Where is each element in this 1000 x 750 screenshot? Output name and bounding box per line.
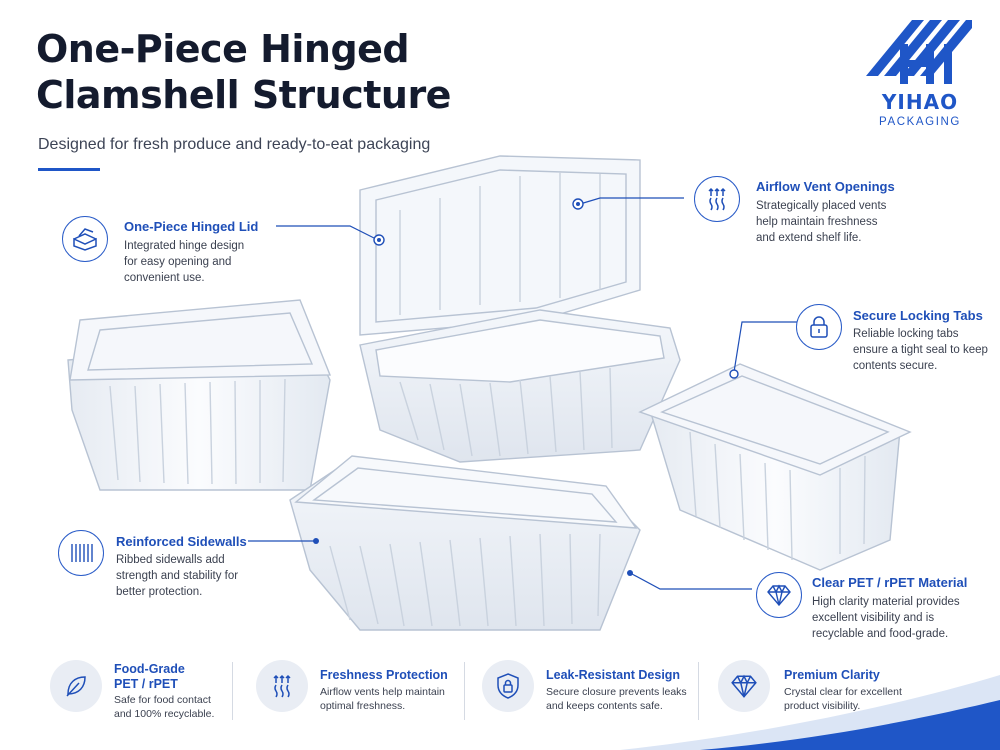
- page-subtitle: Designed for fresh produce and ready-to-…: [38, 136, 431, 153]
- feature-text: Crystal clear for excellent product visi…: [784, 686, 902, 712]
- right-container: [638, 363, 912, 571]
- callout-title: One-Piece Hinged Lid: [124, 219, 259, 234]
- diamond-icon: [756, 572, 802, 618]
- callout-title: Airflow Vent Openings: [756, 179, 895, 194]
- title-line-2: Clamshell Structure: [36, 73, 451, 117]
- callout-text: Reliable locking tabs ensure a tight sea…: [853, 328, 988, 372]
- feature-title: Food-Grade PET / rPET: [114, 662, 185, 691]
- shield-lock-icon: [482, 660, 534, 712]
- front-container: [289, 455, 641, 631]
- yihao-logo-icon: [866, 20, 972, 84]
- callout-title: Clear PET / rPET Material: [812, 575, 968, 590]
- footer-wave-decoration: [620, 675, 1000, 750]
- callout-text: High clarity material provides excellent…: [812, 596, 960, 640]
- feature-divider: [464, 662, 465, 720]
- airflow-icon: [256, 660, 308, 712]
- feature-text: Airflow vents help maintain optimal fres…: [320, 686, 445, 712]
- feature-text: Safe for food contact and 100% recyclabl…: [114, 694, 215, 720]
- leaf-icon: [50, 660, 102, 712]
- feature-title: Leak-Resistant Design: [546, 668, 681, 682]
- brand-tagline: PACKAGING: [879, 116, 961, 128]
- callout-title: Secure Locking Tabs: [853, 308, 983, 323]
- left-container: [67, 299, 332, 491]
- feature-divider: [232, 662, 233, 720]
- callout-text: Strategically placed vents help maintain…: [756, 200, 887, 244]
- callout-text: Ribbed sidewalls add strength and stabil…: [116, 554, 239, 598]
- lock-icon: [796, 304, 842, 350]
- open-box-icon: [62, 216, 108, 262]
- callout-text: Integrated hinge design for easy opening…: [124, 240, 245, 284]
- feature-title: Freshness Protection: [320, 668, 448, 682]
- airflow-icon: [694, 176, 740, 222]
- clamshell-containers-image: [67, 155, 912, 631]
- callout-title: Reinforced Sidewalls: [116, 534, 247, 549]
- feature-divider: [698, 662, 699, 720]
- feature-title: Premium Clarity: [784, 668, 880, 682]
- title-line-1: One-Piece Hinged: [36, 27, 410, 71]
- diamond-icon: [718, 660, 770, 712]
- title-underline: [38, 168, 100, 171]
- page-title: One-Piece Hinged Clamshell Structure: [36, 26, 451, 118]
- ribs-icon: [58, 530, 104, 576]
- feature-text: Secure closure prevents leaks and keeps …: [546, 686, 687, 712]
- brand-name: YIHAO: [881, 90, 959, 114]
- center-container: [359, 155, 681, 463]
